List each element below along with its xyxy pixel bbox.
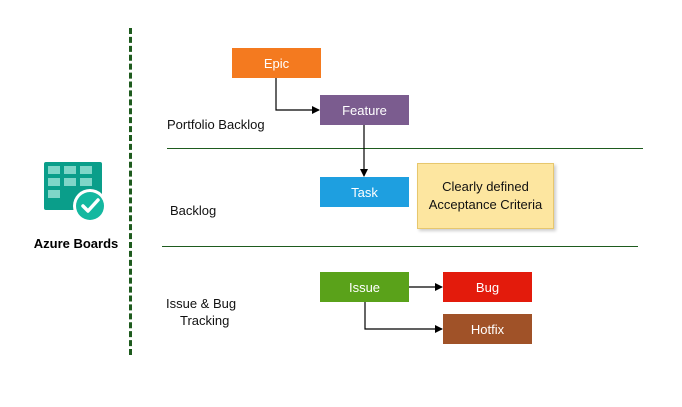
arrow-epic-to-feature xyxy=(275,78,320,114)
azure-boards-icon xyxy=(42,160,110,224)
node-issue: Issue xyxy=(320,272,409,302)
divider-portfolio-backlog xyxy=(167,148,643,149)
node-task: Task xyxy=(320,177,409,207)
section-label-issue-bug-tracking: Issue & Bug Tracking xyxy=(166,295,236,329)
section-label-backlog: Backlog xyxy=(170,203,217,218)
node-feature: Feature xyxy=(320,95,409,125)
note-line-1: Clearly defined xyxy=(442,179,529,194)
section-label-line-1: Issue & Bug xyxy=(166,296,237,311)
section-label-line-2: Tracking xyxy=(180,313,230,328)
acceptance-criteria-note: Clearly defined Acceptance Criteria xyxy=(417,163,554,229)
azure-boards-label: Azure Boards xyxy=(33,236,119,251)
node-epic: Epic xyxy=(232,48,321,78)
divider-backlog-issue xyxy=(162,246,638,247)
section-label-portfolio-backlog: Portfolio Backlog xyxy=(167,117,265,132)
node-bug: Bug xyxy=(443,272,532,302)
node-hotfix: Hotfix xyxy=(443,314,532,344)
vertical-dashed-divider xyxy=(129,28,132,355)
arrow-issue-to-hotfix xyxy=(364,302,443,333)
note-line-2: Acceptance Criteria xyxy=(428,197,543,212)
